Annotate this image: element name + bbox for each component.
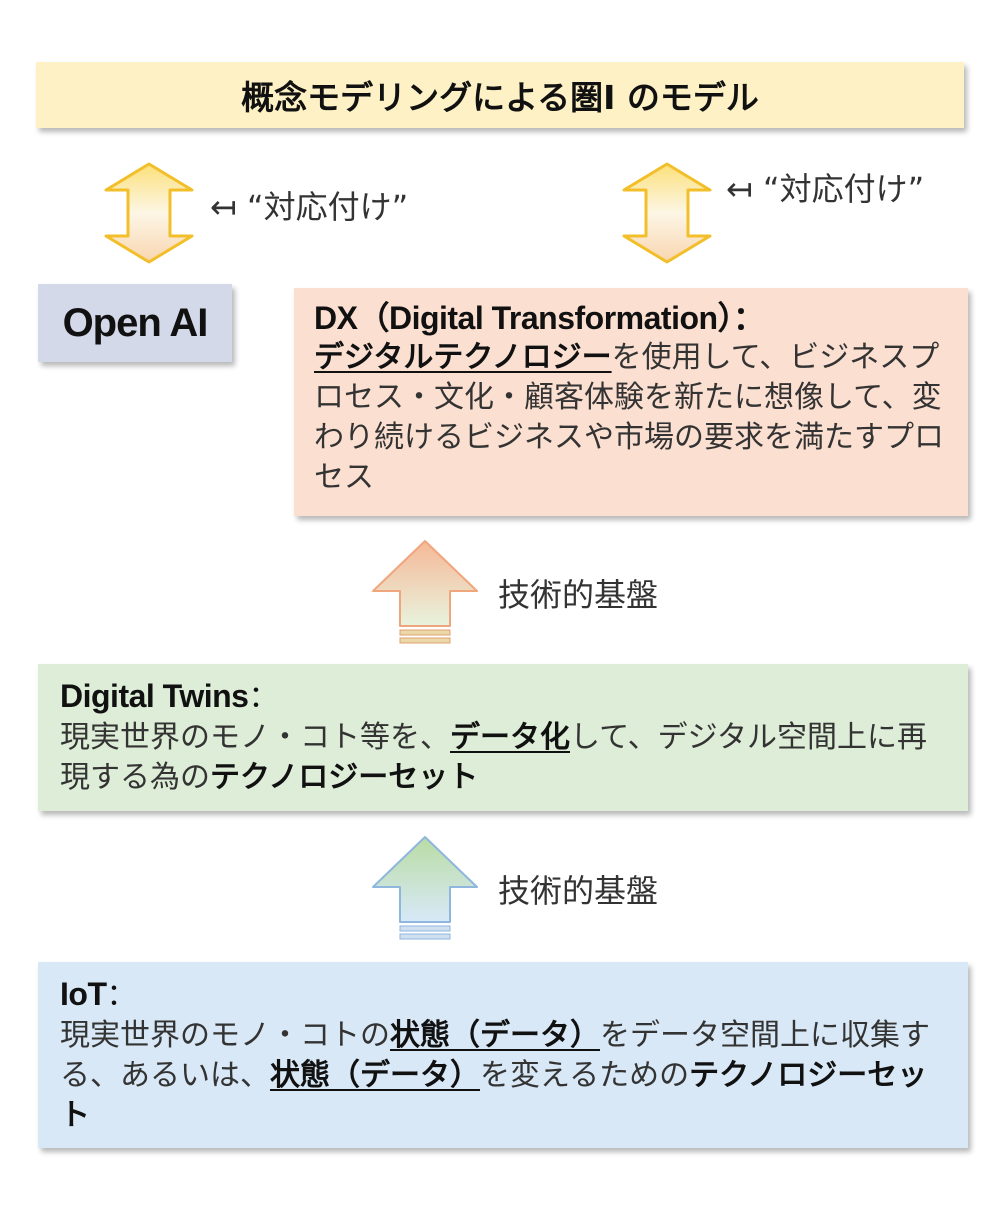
page-title: 概念モデリングによる圏I のモデル (241, 78, 759, 117)
double-arrow-left-icon (104, 162, 194, 264)
iot-key-1: 状態（データ） (390, 1018, 600, 1053)
twins-key-1: データ化 (450, 720, 570, 755)
up-arrow-bottom-icon (372, 836, 478, 940)
correspondence-label-left: ↤ “対応付け” (210, 188, 409, 226)
iot-body-2: をデータ空間上に収集する、あるいは、 (60, 1018, 930, 1093)
dx-body: を使用して、ビジネスプロセス・文化・顧客体験を新たに想像して、変わり続けるビジネ… (314, 340, 944, 495)
dx-box: DX（Digital Transformation）： デジタルテクノロジーを使… (294, 288, 968, 516)
iot-colon: ： (106, 978, 137, 1013)
dx-description: デジタルテクノロジーを使用して、ビジネスプロセス・文化・顧客体験を新たに想像して… (314, 338, 952, 498)
double-arrow-right-icon (622, 162, 712, 264)
twins-body-1: 現実世界のモノ・コト等を、 (60, 720, 450, 755)
iot-key-3: テクノロジーセット (60, 1058, 928, 1133)
iot-box: IoT： 現実世界のモノ・コトの状態（データ）をデータ空間上に収集する、あるいは… (38, 962, 968, 1148)
foundation-label-bottom: 技術的基盤 (498, 872, 659, 910)
iot-key-2: 状態（データ） (270, 1058, 480, 1093)
iot-body-1: 現実世界のモノ・コトの (60, 1018, 390, 1053)
twins-description: 現実世界のモノ・コト等を、データ化して、デジタル空間上に再現する為のテクノロジー… (60, 718, 952, 798)
correspondence-label-right: ↤ “対応付け” (726, 170, 925, 208)
dx-heading: DX（Digital Transformation）： (314, 300, 765, 336)
twins-body-2: して、デジタル空間上に再現する為の (60, 720, 927, 795)
twins-heading: Digital Twins (60, 678, 249, 714)
iot-heading: IoT (60, 976, 107, 1012)
digital-twins-box: Digital Twins： 現実世界のモノ・コト等を、データ化して、デジタル空… (38, 664, 968, 811)
twins-colon: ： (248, 680, 279, 715)
twins-key-2: テクノロジーセット (210, 760, 479, 795)
foundation-label-top: 技術的基盤 (498, 576, 659, 614)
dx-key-term: デジタルテクノロジー (314, 340, 612, 375)
iot-description: 現実世界のモノ・コトの状態（データ）をデータ空間上に収集する、あるいは、状態（デ… (60, 1016, 952, 1136)
openai-box: Open AI (38, 284, 232, 362)
title-box: 概念モデリングによる圏I のモデル (36, 62, 964, 128)
openai-label: Open AI (62, 300, 209, 345)
up-arrow-top-icon (372, 540, 478, 644)
iot-body-3: を変えるための (480, 1058, 690, 1093)
